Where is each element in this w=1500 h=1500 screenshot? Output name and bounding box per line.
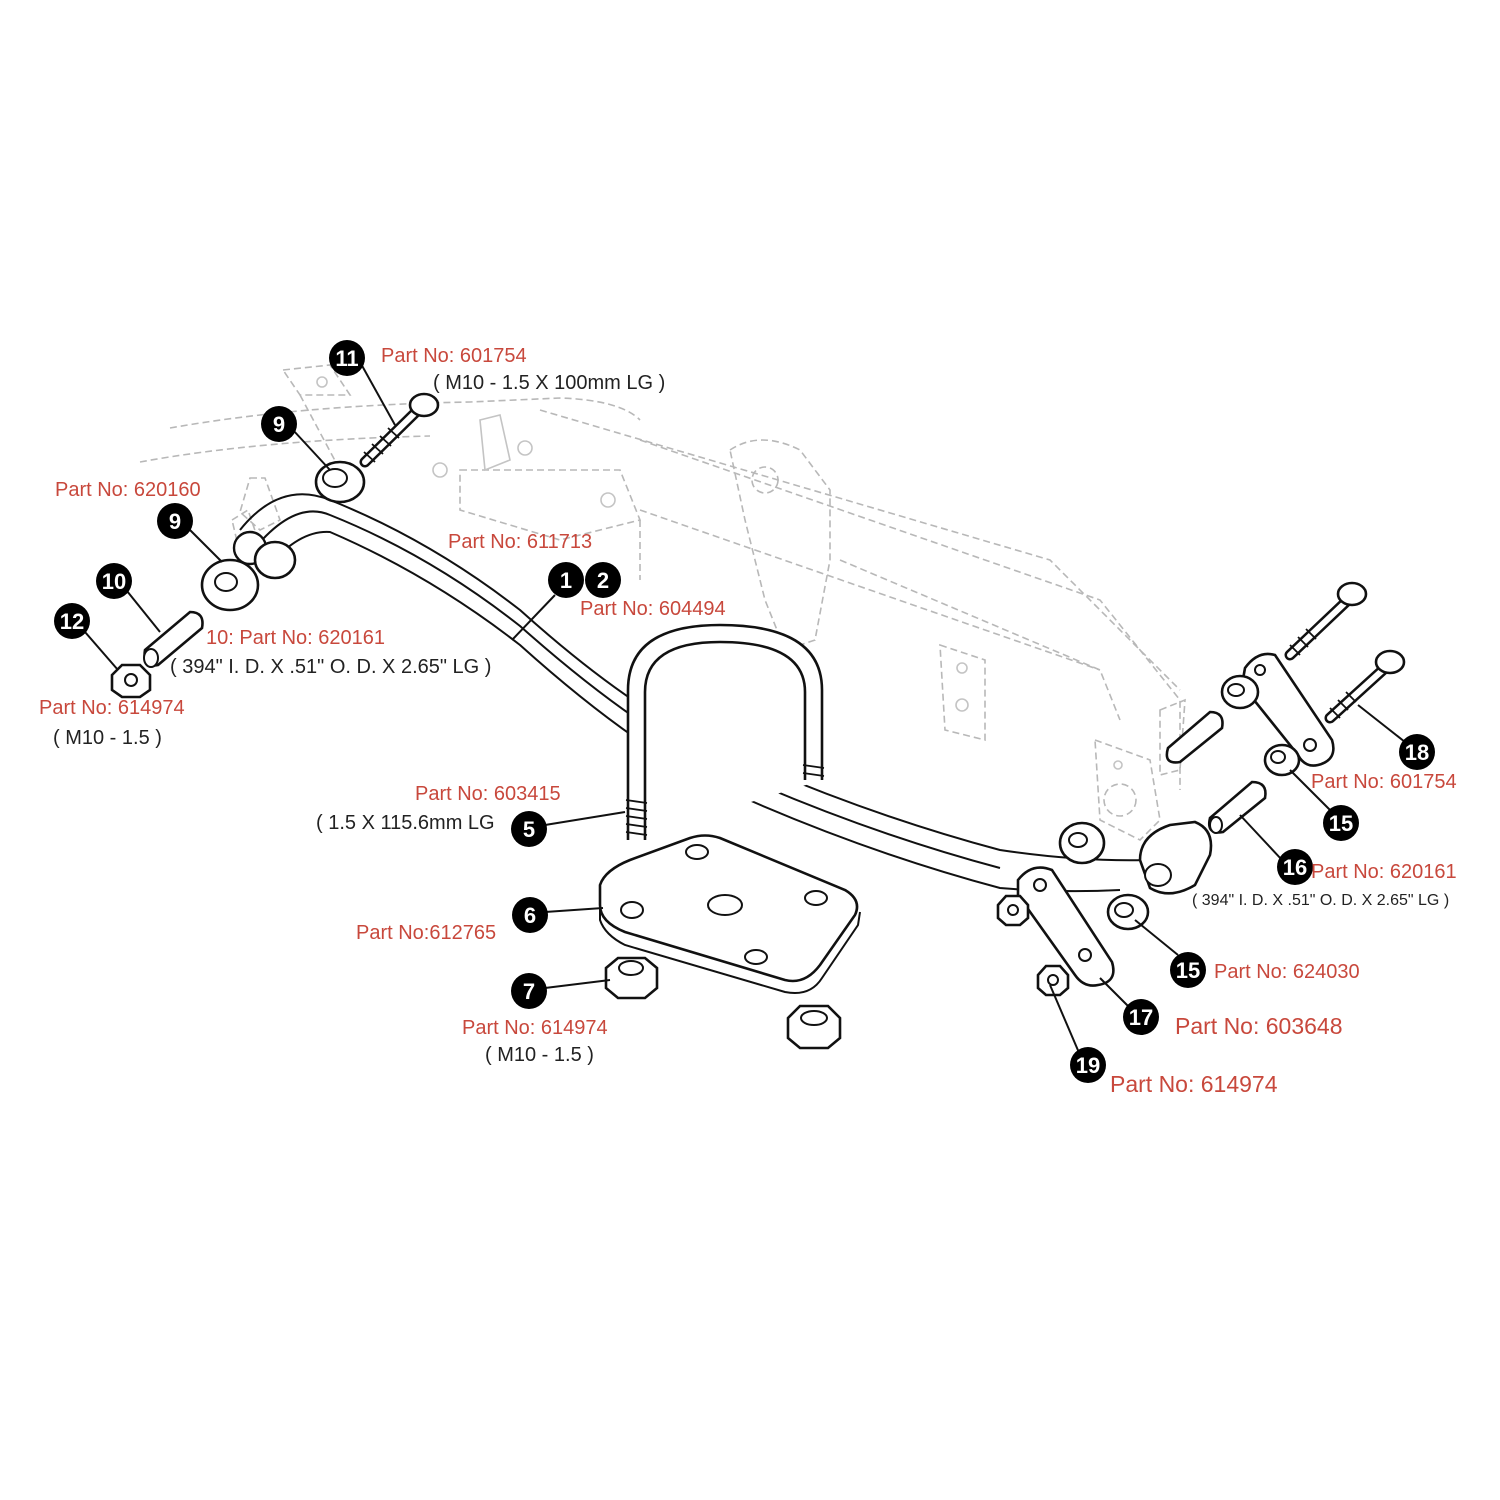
svg-text:10: 10 <box>102 569 126 594</box>
svg-text:15: 15 <box>1176 958 1200 983</box>
svg-text:12: 12 <box>60 609 84 634</box>
label-part-603648: Part No: 603648 <box>1175 1013 1343 1039</box>
left-nut <box>110 663 152 699</box>
svg-text:5: 5 <box>523 817 535 842</box>
callout-5: 5 <box>511 811 547 847</box>
right-bushing-mid <box>1263 743 1301 777</box>
callout-19: 19 <box>1070 1047 1106 1083</box>
svg-text:16: 16 <box>1283 855 1307 880</box>
callout-7: 7 <box>511 973 547 1009</box>
label-part-620161-left: 10: Part No: 620161 <box>206 627 385 649</box>
label-part-612765: Part No:612765 <box>356 922 496 944</box>
label-part-601754-right: Part No: 601754 <box>1311 771 1457 793</box>
callout-10: 10 <box>96 563 132 599</box>
svg-text:11: 11 <box>335 346 358 371</box>
right-shackle-plate-lower <box>1016 866 1115 987</box>
label-part-614974-center: Part No: 614974 <box>462 1017 608 1039</box>
label-part-601754-top: Part No: 601754 <box>381 345 527 367</box>
svg-text:18: 18 <box>1405 740 1429 765</box>
label-part-624030: Part No: 624030 <box>1214 961 1360 983</box>
left-bolt <box>359 392 440 468</box>
right-bolt-lower <box>1324 649 1406 724</box>
u-bolt-threads <box>625 764 825 836</box>
callout-18: 18 <box>1399 734 1435 770</box>
label-nut-spec-center: ( M10 - 1.5 ) <box>485 1044 594 1066</box>
svg-text:6: 6 <box>524 903 536 928</box>
left-bushing-lower <box>200 540 297 612</box>
right-spring-eye <box>1138 820 1213 895</box>
label-part-611713: Part No: 611713 <box>448 531 592 553</box>
callout-15-upper: 15 <box>1323 805 1359 841</box>
spring-plate <box>598 834 861 994</box>
callout-9-upper: 9 <box>261 406 297 442</box>
callout-15-lower: 15 <box>1170 952 1206 988</box>
callout-6: 6 <box>512 897 548 933</box>
right-shackle-plate-upper <box>1240 652 1335 767</box>
svg-text:1: 1 <box>560 568 572 593</box>
left-sleeve <box>143 610 204 668</box>
callout-16: 16 <box>1277 849 1313 885</box>
right-pin <box>1165 710 1224 764</box>
right-nut-upper <box>996 894 1030 927</box>
label-bolt-spec-top: ( M10 - 1.5 X 100mm LG ) <box>433 372 665 394</box>
right-bolt-upper <box>1284 581 1368 661</box>
label-part-620160: Part No: 620160 <box>55 479 201 501</box>
callout-17: 17 <box>1123 999 1159 1035</box>
callout-1: 1 <box>548 562 584 598</box>
leader-lines <box>84 361 1406 1056</box>
label-nut-spec-left: ( M10 - 1.5 ) <box>53 727 162 749</box>
svg-text:9: 9 <box>273 412 285 437</box>
svg-text:7: 7 <box>523 979 535 1004</box>
label-ubolt-spec: ( 1.5 X 115.6mm LG <box>316 812 495 834</box>
svg-text:17: 17 <box>1129 1005 1153 1030</box>
center-nut-a <box>604 956 659 1000</box>
callout-11: 11 <box>329 340 365 376</box>
callout-2: 2 <box>585 562 621 598</box>
right-bushing-lower <box>1106 893 1150 931</box>
right-bushing-front <box>1058 821 1106 865</box>
svg-text:2: 2 <box>597 568 609 593</box>
u-bolt <box>625 623 825 840</box>
center-nut-b <box>786 1004 842 1050</box>
label-sleeve-spec-left: ( 394" I. D. X .51" O. D. X 2.65" LG ) <box>170 656 491 678</box>
right-bushing-upper <box>1220 674 1260 710</box>
right-nut-lower <box>1036 964 1070 997</box>
label-part-603415: Part No: 603415 <box>415 783 561 805</box>
right-sleeve <box>1208 780 1267 834</box>
label-part-604494: Part No: 604494 <box>580 598 726 620</box>
label-part-614974-right: Part No: 614974 <box>1110 1071 1278 1097</box>
svg-text:9: 9 <box>169 509 181 534</box>
label-part-620161-right: Part No: 620161 <box>1311 861 1457 883</box>
left-bushing-upper <box>314 460 366 504</box>
svg-text:15: 15 <box>1329 811 1353 836</box>
callout-9-lower: 9 <box>157 503 193 539</box>
svg-text:19: 19 <box>1076 1053 1100 1078</box>
label-part-614974-left: Part No: 614974 <box>39 697 185 719</box>
callout-12: 12 <box>54 603 90 639</box>
label-sleeve-spec-right: ( 394" I. D. X .51" O. D. X 2.65" LG ) <box>1192 892 1449 909</box>
